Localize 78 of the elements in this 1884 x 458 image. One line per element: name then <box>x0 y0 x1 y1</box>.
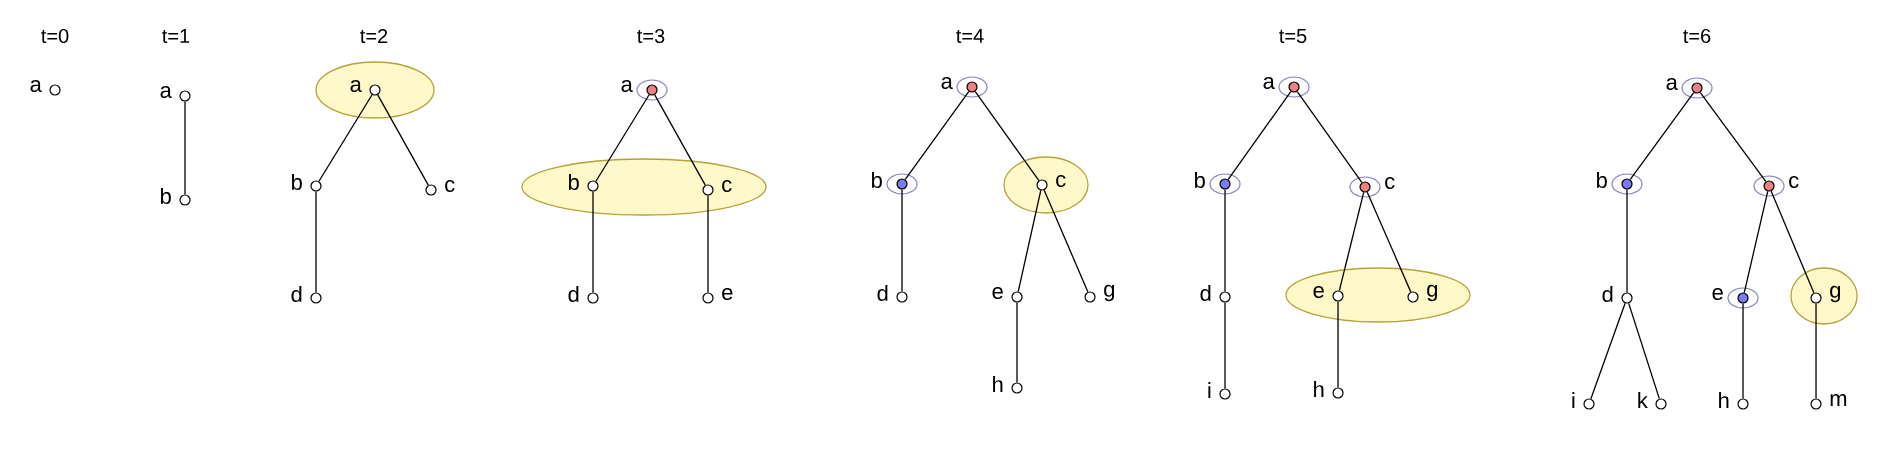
node-label: a <box>1263 76 1275 90</box>
tree-edge <box>184 100 186 196</box>
node-label: b <box>1597 171 1607 189</box>
tree-edge <box>1628 302 1660 400</box>
tree-edge <box>707 194 709 294</box>
panel-title: t=6 <box>1683 28 1711 44</box>
tree-edge <box>1629 91 1695 181</box>
panel-title: t=4 <box>956 29 984 43</box>
node-label: d <box>877 284 888 302</box>
node-label: a <box>30 79 42 93</box>
tree-edge <box>974 90 1040 182</box>
node-label: k <box>1638 392 1648 408</box>
tree-edge <box>1742 302 1744 400</box>
node-label: i <box>1572 392 1575 408</box>
highlight-ellipse <box>1003 156 1089 214</box>
node-label: e <box>992 286 1003 300</box>
node-label: g <box>1830 285 1841 303</box>
tree-edge <box>1224 301 1226 390</box>
node-label: c <box>1385 176 1395 190</box>
tree-edge <box>1337 300 1339 389</box>
tree-edge <box>904 90 970 181</box>
tree-edge <box>1770 190 1815 294</box>
node-label: b <box>161 187 171 205</box>
tree-edge <box>595 94 650 182</box>
tree-edge <box>1043 189 1089 293</box>
tree-edge <box>1016 301 1018 384</box>
node-label: h <box>1314 381 1324 397</box>
node-label: i <box>1208 382 1211 398</box>
node-label: a <box>1666 77 1678 91</box>
highlight-ellipse <box>1285 267 1471 323</box>
panel-title: t=1 <box>162 29 190 43</box>
node-label: g <box>1427 284 1438 302</box>
node-label: b <box>292 173 302 191</box>
node-label: a <box>160 85 172 99</box>
tree-edge <box>901 188 903 293</box>
node-label: a <box>941 76 953 90</box>
tree-edge <box>1296 90 1363 184</box>
node-label: c <box>722 179 732 193</box>
tree-edge <box>654 94 706 186</box>
tree-edge <box>377 94 429 186</box>
node-label: e <box>722 287 733 301</box>
tree-edge <box>1338 191 1365 292</box>
tree-edge <box>592 190 594 294</box>
node-label: c <box>445 179 455 193</box>
node-label: a <box>621 79 633 93</box>
tree-edge <box>1699 91 1767 183</box>
node-label: b <box>569 173 579 191</box>
panel-title: t=0 <box>41 28 69 44</box>
node-label: e <box>1712 287 1723 301</box>
node-label: b <box>872 171 882 189</box>
node-label: a <box>350 79 362 93</box>
highlight-ellipse <box>315 61 435 119</box>
node-label: d <box>1602 285 1613 303</box>
tree-edge <box>1743 190 1769 294</box>
tree-edge <box>1224 188 1226 293</box>
node-label: g <box>1104 284 1115 302</box>
node-label: m <box>1830 394 1847 406</box>
tree-edge <box>1590 302 1626 400</box>
node-label: h <box>993 376 1003 392</box>
tree-edge <box>318 94 373 182</box>
tree-edge <box>1227 90 1292 181</box>
tree-edge <box>315 190 317 294</box>
panel-title: t=5 <box>1279 29 1307 43</box>
panel-title: t=2 <box>360 28 388 44</box>
node-label: e <box>1313 285 1324 299</box>
tree-edge <box>1017 189 1042 293</box>
node-label: b <box>1195 171 1205 189</box>
highlight-ellipse <box>1790 267 1858 325</box>
node-label: c <box>1056 174 1066 188</box>
panel-title: t=3 <box>637 28 665 44</box>
highlight-ellipse <box>521 158 767 216</box>
node-label: h <box>1719 392 1729 408</box>
node-label: c <box>1789 175 1799 189</box>
node-label: d <box>291 285 302 303</box>
tree-edge <box>1626 188 1628 294</box>
node-label: d <box>1200 284 1211 302</box>
tree-edge <box>1815 302 1817 400</box>
node-label: d <box>568 285 579 303</box>
